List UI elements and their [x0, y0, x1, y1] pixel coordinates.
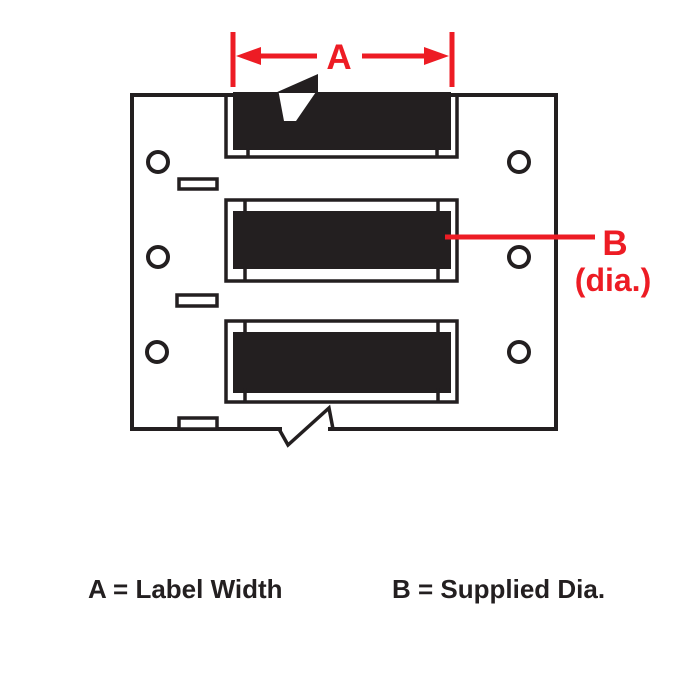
dim-a-label: A	[326, 38, 351, 77]
label-outline-3	[224, 319, 459, 404]
break-mark-bottom	[271, 404, 342, 448]
sleeve-fill-1	[233, 92, 451, 150]
feed-hole-left-2	[146, 245, 170, 269]
label-outline-1	[224, 95, 459, 159]
label-outline-2	[224, 198, 459, 283]
feed-hole-right-2	[507, 245, 531, 269]
corner-slits-1	[246, 148, 439, 157]
feed-hole-left-1	[146, 150, 170, 174]
dim-b-sublabel: (dia.)	[575, 262, 651, 298]
sleeve-row-2	[224, 198, 459, 283]
break-peak-top	[275, 74, 318, 93]
sleeve-row-1	[224, 74, 459, 159]
dimension-b: B (dia.)	[445, 224, 651, 298]
liner-notch-2	[175, 293, 219, 308]
sleeve-row-3	[224, 319, 459, 404]
dim-a-arrowhead-left	[236, 47, 261, 65]
corner-slits-2	[243, 200, 440, 281]
feed-hole-left-3	[145, 340, 169, 364]
wire-sleeve-diagram: A B (dia.)	[130, 32, 651, 448]
break-gap-top	[278, 89, 318, 121]
dim-b-label: B	[602, 224, 627, 263]
legend-supplied-dia: B = Supplied Dia.	[392, 574, 606, 604]
liner-notch-1	[177, 177, 219, 191]
sleeve-fill-3	[233, 332, 451, 393]
liner-notch-3	[177, 416, 219, 431]
feed-hole-right-1	[507, 150, 531, 174]
corner-slits-3	[243, 321, 440, 402]
sleeve-fill-2	[233, 211, 451, 269]
dimension-a: A	[230, 32, 455, 87]
dim-a-arrowhead-right	[424, 47, 449, 65]
legend-label-width: A = Label Width	[88, 574, 283, 604]
feed-hole-right-3	[507, 340, 531, 364]
